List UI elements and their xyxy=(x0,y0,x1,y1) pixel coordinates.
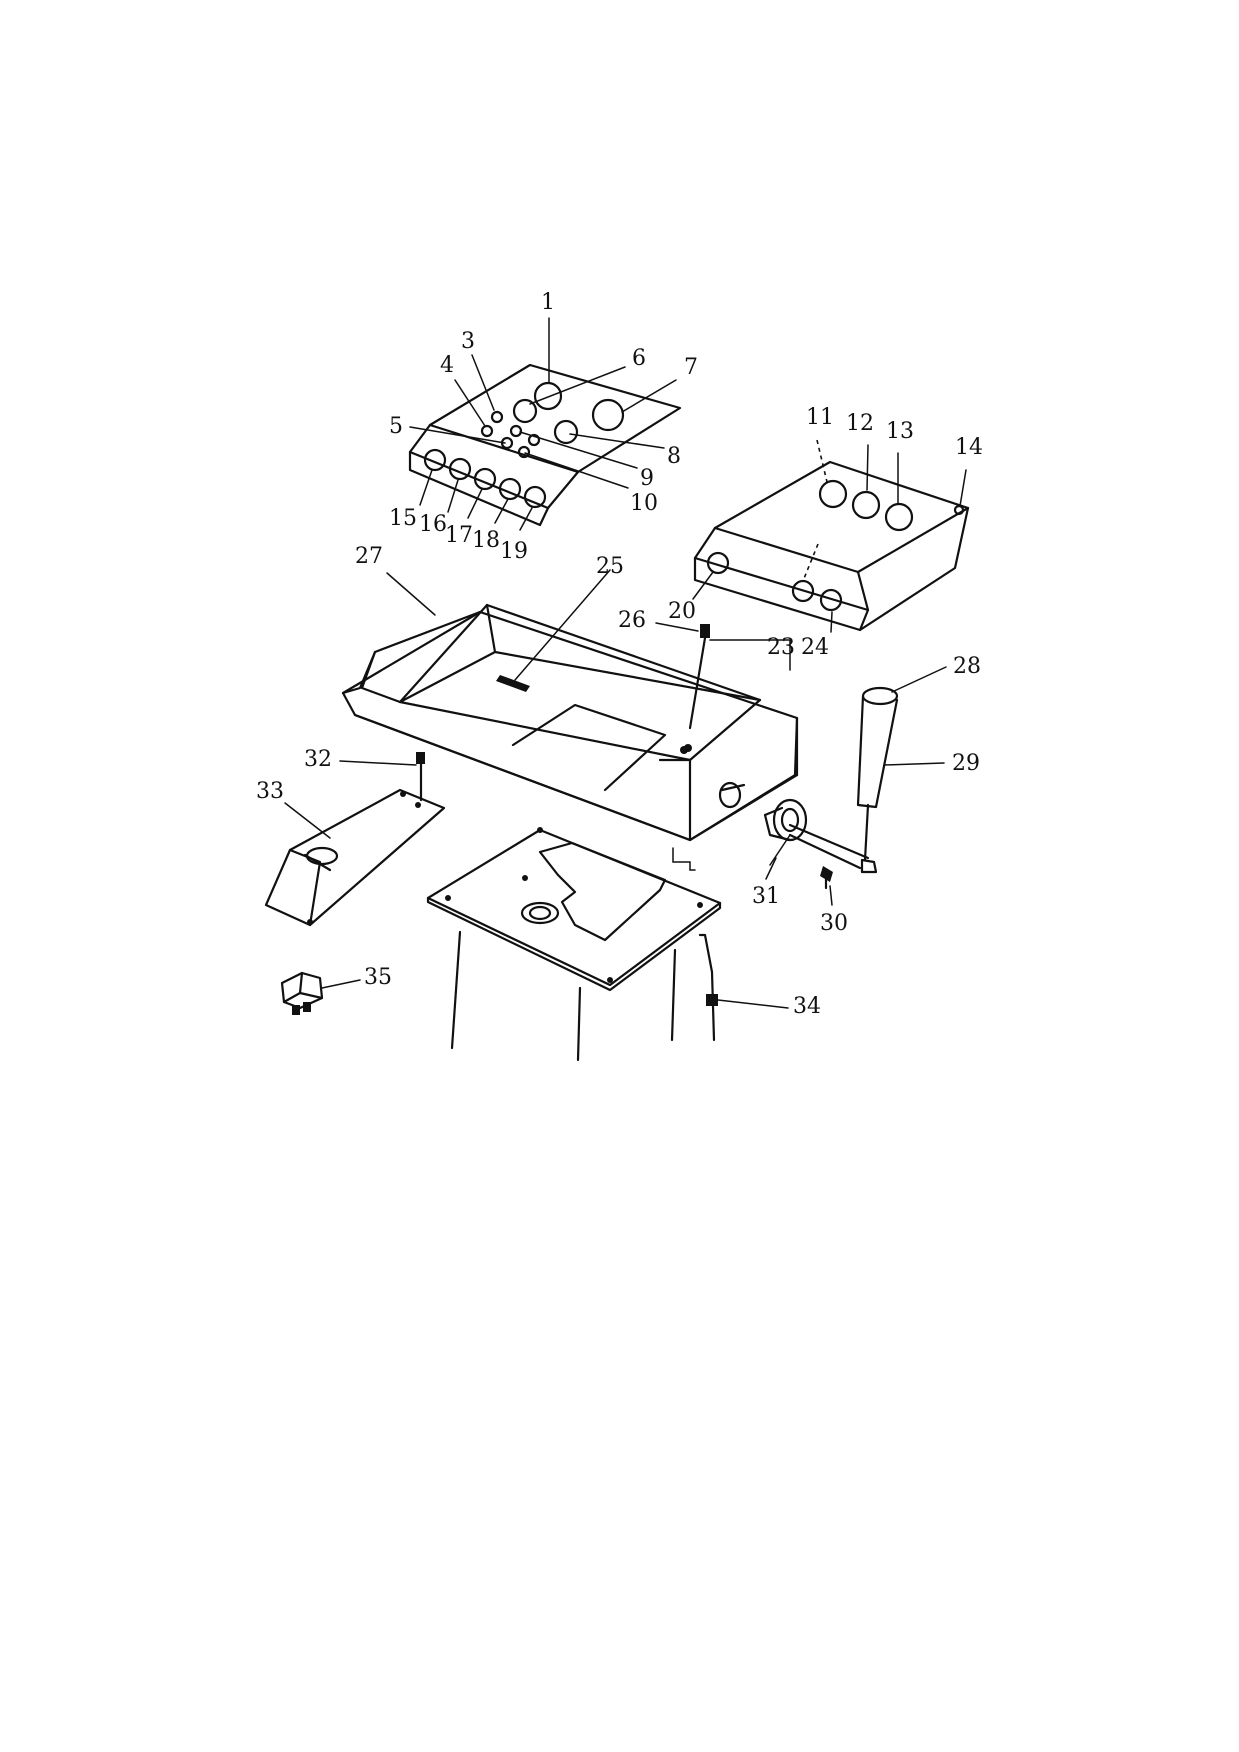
dial-12 xyxy=(851,490,881,520)
nameplate-25 xyxy=(496,675,530,692)
bolt-26 xyxy=(684,624,710,752)
dial-18 xyxy=(498,477,522,501)
dial-13 xyxy=(884,502,914,532)
main-tray xyxy=(341,603,799,842)
dial-8-knob xyxy=(553,419,579,445)
right-control-panel xyxy=(693,460,970,632)
dial-20 xyxy=(706,551,730,575)
callout-27: 27 xyxy=(355,544,383,569)
callout-17: 17 xyxy=(445,523,473,548)
callout-5: 5 xyxy=(389,414,403,439)
hinge-collar-31 xyxy=(763,798,808,842)
side-knob xyxy=(718,781,742,809)
strut-cap-28 xyxy=(861,686,899,706)
callout-18: 18 xyxy=(472,528,500,553)
leader-lines xyxy=(284,317,967,1009)
callout-28: 28 xyxy=(953,654,981,679)
cover-plate-33 xyxy=(264,788,446,927)
callout-30: 30 xyxy=(820,911,848,936)
dial-16 xyxy=(448,457,472,481)
left-control-panel xyxy=(408,363,682,527)
lamp-14 xyxy=(953,504,965,516)
dial-11 xyxy=(818,479,848,509)
dial-24 xyxy=(819,588,843,612)
dial-23 xyxy=(791,579,815,603)
callout-34: 34 xyxy=(793,994,821,1019)
callout-14: 14 xyxy=(955,435,983,460)
callout-29: 29 xyxy=(952,751,980,776)
callout-24: 24 xyxy=(801,635,829,660)
callout-11: 11 xyxy=(806,405,834,430)
clip-34 xyxy=(698,933,718,1042)
callout-4: 4 xyxy=(440,353,454,378)
dial-7 xyxy=(591,398,625,432)
lamp-4 xyxy=(480,424,494,438)
base-plate xyxy=(426,827,722,1062)
callout-12: 12 xyxy=(846,411,874,436)
callout-23: 23 xyxy=(767,635,795,660)
callout-10: 10 xyxy=(630,491,658,516)
callout-13: 13 xyxy=(886,419,914,444)
dial-19 xyxy=(523,485,547,509)
lamp-9 xyxy=(509,424,523,438)
callout-26: 26 xyxy=(618,608,646,633)
dial-6 xyxy=(512,398,538,424)
lamp-8 xyxy=(527,433,541,447)
callout-labels: 1 3 4 5 6 7 8 9 10 11 12 13 14 15 16 17 … xyxy=(256,290,983,1019)
callout-35: 35 xyxy=(364,965,392,990)
callout-8: 8 xyxy=(667,444,681,469)
callout-6: 6 xyxy=(632,346,646,371)
callout-1: 1 xyxy=(541,290,555,315)
dial-1 xyxy=(533,381,563,411)
callout-33: 33 xyxy=(256,779,284,804)
callout-7: 7 xyxy=(684,355,698,380)
callout-15: 15 xyxy=(389,506,417,531)
lamp-10 xyxy=(517,445,531,459)
callout-9: 9 xyxy=(640,466,654,491)
dial-17 xyxy=(473,467,497,491)
screw-30 xyxy=(820,866,833,890)
callout-32: 32 xyxy=(304,747,332,772)
dial-15 xyxy=(423,448,447,472)
gas-strut-29 xyxy=(788,686,899,874)
callout-20: 20 xyxy=(668,599,696,624)
callout-3: 3 xyxy=(461,329,475,354)
callout-19: 19 xyxy=(500,539,528,564)
lamp-3 xyxy=(490,410,504,424)
callout-31: 31 xyxy=(752,884,780,909)
switch-box-35 xyxy=(280,971,324,1015)
bolt-32 xyxy=(416,752,425,802)
callout-25: 25 xyxy=(596,554,624,579)
callout-16: 16 xyxy=(419,512,447,537)
